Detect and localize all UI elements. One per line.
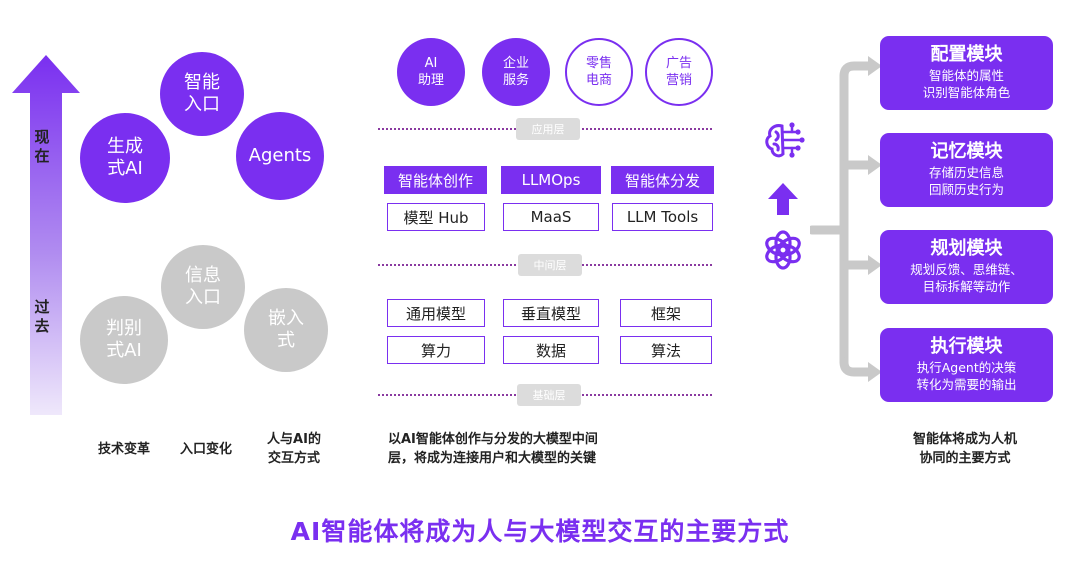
module-desc: 执行Agent的决策 转化为需要的输出: [916, 360, 1017, 392]
app-ai-assistant: AI 助理: [397, 38, 465, 106]
caption-right: 智能体将成为人机 协同的主要方式: [912, 432, 1017, 466]
caption-interaction-mode: 人与AI的 交互方式: [267, 432, 321, 466]
openai-logo-icon: [765, 230, 801, 270]
module-desc: 智能体的属性 识别智能体角色: [922, 68, 1011, 100]
module-config: 配置模块 智能体的属性 识别智能体角色: [880, 36, 1053, 110]
module-connector: [810, 56, 882, 382]
module-title: 执行模块: [930, 336, 1003, 357]
module-desc: 存储历史信息 回顾历史行为: [928, 165, 1004, 197]
app-enterprise-service: 企业 服务: [482, 38, 550, 106]
box-algorithm: 算法: [620, 336, 712, 364]
box-data: 数据: [503, 336, 599, 364]
app-advertising: 广告 营销: [645, 38, 713, 106]
caption-tech-change: 技术变革: [97, 442, 150, 457]
module-title: 规划模块: [930, 238, 1003, 259]
box-vertical-model: 垂直模型: [503, 299, 599, 327]
module-title: 记忆模块: [930, 141, 1003, 162]
caption-middle-layer: 以AI智能体创作与分发的大模型中间 层，将成为连接用户和大模型的关键: [388, 432, 598, 466]
circle-discriminative-ai: 判别 式AI: [80, 296, 168, 384]
circle-agents: Agents: [236, 112, 324, 200]
brain-icon: [765, 122, 805, 158]
box-compute: 算力: [387, 336, 485, 364]
box-model-hub: 模型 Hub: [387, 203, 485, 231]
box-llmops: LLMOps: [501, 166, 601, 194]
layer-tag-middle: 中间层: [518, 254, 582, 276]
box-framework: 框架: [620, 299, 712, 327]
circle-info-entry: 信息 入口: [161, 245, 245, 329]
timeline-label-past: 过 去: [34, 298, 50, 335]
timeline-label-now: 现 在: [34, 128, 50, 165]
circle-smart-entry: 智能 入口: [160, 52, 244, 136]
up-arrow-icon: [768, 183, 798, 215]
layer-tag-base: 基础层: [517, 384, 581, 406]
box-agent-distribution: 智能体分发: [611, 166, 714, 194]
layer-tag-application: 应用层: [516, 118, 580, 140]
module-desc: 规划反馈、思维链、 目标拆解等动作: [910, 262, 1023, 294]
main-title: AI智能体将成为人与大模型交互的主要方式: [290, 517, 790, 546]
timeline-arrow: [12, 55, 80, 415]
box-general-model: 通用模型: [387, 299, 485, 327]
app-retail-ecommerce: 零售 电商: [565, 38, 633, 106]
box-agent-creation: 智能体创作: [384, 166, 487, 194]
module-execution: 执行模块 执行Agent的决策 转化为需要的输出: [880, 328, 1053, 402]
module-planning: 规划模块 规划反馈、思维链、 目标拆解等动作: [880, 230, 1053, 304]
caption-entry-change: 入口变化: [179, 442, 232, 457]
module-memory: 记忆模块 存储历史信息 回顾历史行为: [880, 133, 1053, 207]
circle-generative-ai: 生成 式AI: [80, 113, 170, 203]
box-llm-tools: LLM Tools: [612, 203, 713, 231]
circle-embedded: 嵌入 式: [244, 288, 328, 372]
box-maas: MaaS: [503, 203, 599, 231]
module-title: 配置模块: [930, 44, 1003, 65]
